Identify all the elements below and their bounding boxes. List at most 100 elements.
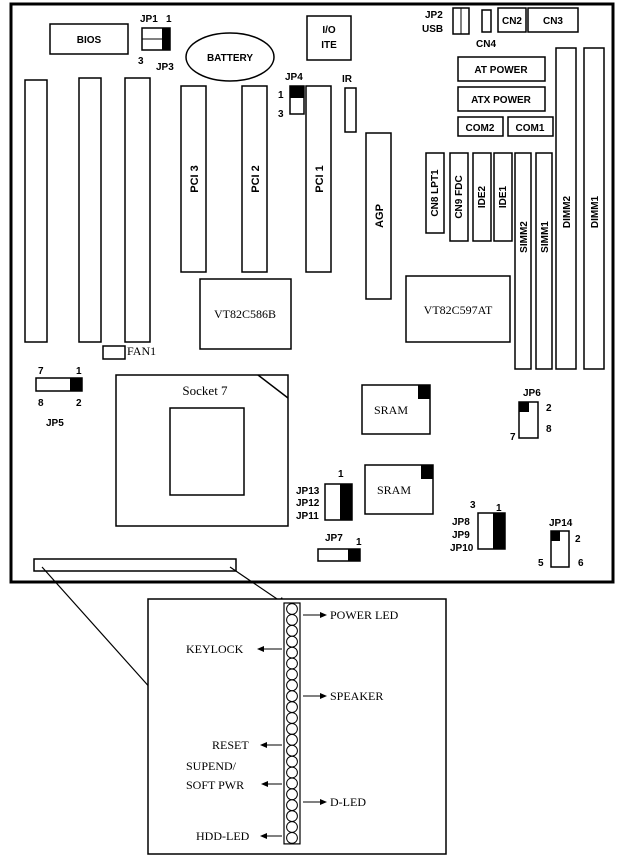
cn4-label: CN4	[476, 39, 496, 50]
power-led-pointer	[303, 612, 327, 618]
jp4-pin1: 1	[278, 90, 284, 101]
agp-label: AGP	[374, 204, 386, 228]
jp8-pin3: 3	[470, 500, 476, 511]
jp14-pin6: 6	[578, 558, 584, 569]
cn9-label: CN9 FDC	[454, 175, 465, 218]
jp11-13-jumper-cap	[340, 484, 352, 520]
pci1-label: PCI 1	[314, 165, 326, 193]
header-pin	[286, 799, 298, 812]
ide2-header	[472, 152, 492, 242]
socket7-pin1-mark	[257, 374, 289, 399]
sram-2-label: SRAM	[377, 483, 411, 497]
header-pin	[286, 657, 298, 670]
hdd-led-label: HDD-LED	[196, 829, 250, 843]
at-power-connector	[457, 56, 546, 82]
header-pin	[286, 701, 298, 713]
d-led-pointer	[303, 799, 327, 805]
header-pin	[286, 810, 298, 822]
cn3-connector	[527, 7, 579, 33]
isa-slot-3	[124, 77, 151, 343]
header-pin	[286, 832, 298, 844]
simm2-slot	[514, 152, 532, 370]
com2-header	[457, 116, 504, 137]
cn2-label: CN2	[502, 16, 522, 27]
pci3-label: PCI 3	[189, 165, 201, 193]
io-label-2: ITE	[321, 40, 337, 51]
jp5-jumper-cap	[70, 378, 82, 391]
fan1-header	[102, 345, 126, 360]
front-panel-pin-column	[283, 602, 301, 845]
isa-slot-2	[78, 77, 102, 343]
header-pin	[286, 788, 298, 801]
jp11-label: JP11	[296, 511, 319, 522]
simm1-label: SIMM1	[540, 221, 551, 253]
suspend-label-1: SUPEND/	[186, 759, 237, 773]
header-pin	[286, 766, 298, 779]
com1-label: COM1	[516, 123, 545, 134]
simm1-slot	[535, 152, 553, 370]
jp6-pin8: 8	[546, 424, 552, 435]
jp6-label: JP6	[523, 388, 541, 399]
suspend-pointer	[261, 781, 282, 787]
header-pin	[286, 744, 298, 757]
keylock-label: KEYLOCK	[186, 642, 244, 656]
sram-1-mark	[418, 385, 430, 399]
header-pin	[286, 777, 298, 790]
bios-chip	[49, 23, 129, 55]
header-pin	[286, 733, 298, 746]
reset-pointer	[260, 742, 282, 748]
socket7-cpu-area	[169, 407, 245, 496]
sram-1-label: SRAM	[374, 403, 408, 417]
pci2-label: PCI 2	[250, 165, 262, 193]
io-chip	[306, 15, 352, 61]
atx-power-label: ATX POWER	[471, 95, 532, 106]
atx-power-connector	[457, 86, 546, 112]
jp7-pin1: 1	[356, 537, 362, 548]
jp7-jumper-cap	[348, 549, 360, 561]
dimm2-slot	[555, 47, 577, 370]
jp9-label: JP9	[452, 530, 470, 541]
cn2-connector	[497, 7, 527, 33]
reset-label: RESET	[212, 738, 249, 752]
bios-label: BIOS	[77, 35, 102, 46]
agp-slot	[365, 132, 392, 300]
jp14-label: JP14	[549, 518, 573, 529]
jp8-10-jumper-cap	[493, 513, 505, 549]
jp13-pin1: 1	[338, 469, 344, 480]
jp6-jumper-cap	[519, 402, 529, 412]
ir-header	[344, 87, 357, 133]
d-led-label: D-LED	[330, 795, 366, 809]
battery-label: BATTERY	[207, 53, 253, 64]
jp5-pin7: 7	[38, 366, 44, 377]
header-pin	[286, 624, 298, 637]
jp5-pin8: 8	[38, 398, 44, 409]
io-label-1: I/O	[322, 25, 336, 36]
power-led-label: POWER LED	[330, 608, 399, 622]
jp2-label: JP2	[425, 10, 443, 21]
isa-slot-1	[24, 79, 48, 343]
pci2-slot	[241, 85, 268, 273]
ide2-label: IDE2	[477, 185, 488, 208]
sram-2-mark	[421, 465, 433, 479]
cn9-header	[449, 152, 469, 242]
header-pin	[286, 690, 298, 703]
com2-label: COM2	[466, 123, 495, 134]
jp5-pin1: 1	[76, 366, 82, 377]
dimm1-label: DIMM1	[590, 195, 601, 228]
jp4-jumper-cap	[290, 86, 304, 98]
jp1-pin3: 3	[138, 56, 144, 67]
jp5-label: JP5	[46, 418, 64, 429]
jp14-pin5: 5	[538, 558, 544, 569]
pci3-slot	[180, 85, 207, 273]
header-pin	[286, 723, 298, 735]
vt82c586b-chip	[199, 278, 292, 350]
header-pin	[286, 646, 298, 659]
cn8-label: CN8 LPT1	[430, 169, 441, 217]
ide1-header	[493, 152, 513, 242]
header-pin	[286, 755, 298, 768]
pci1-slot	[305, 85, 332, 273]
jp14-pin2: 2	[575, 534, 581, 545]
vt82c597at-chip	[405, 275, 511, 343]
jp1-pin1: 1	[166, 14, 172, 25]
